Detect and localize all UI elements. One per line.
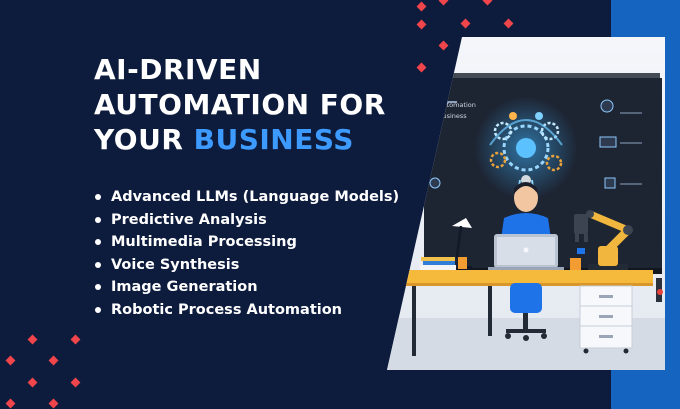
services-list: Advanced LLMs (Language Models) Predicti… (92, 186, 399, 321)
headline-line2: AUTOMATION FOR (94, 88, 386, 121)
headline-line1: AI-DRIVEN (94, 53, 262, 86)
service-item: Predictive Analysis (92, 209, 399, 232)
screen-caption: Business (438, 112, 467, 120)
service-item: Advanced LLMs (Language Models) (92, 186, 399, 209)
screen-caption: Automation (438, 101, 476, 109)
service-item: Robotic Process Automation (92, 299, 399, 322)
service-item: Multimedia Processing (92, 231, 399, 254)
service-item: Image Generation (92, 276, 399, 299)
robot-arm-icon (574, 210, 633, 270)
headline: AI-DRIVEN AUTOMATION FOR YOUR BUSINESS (94, 52, 386, 157)
headline-line3-prefix: YOUR (94, 123, 184, 156)
headline-accent-word: BUSINESS (193, 123, 354, 156)
service-item: Voice Synthesis (92, 254, 399, 277)
headline-line3: YOUR BUSINESS (94, 122, 386, 157)
brain-gears-icon (489, 112, 563, 197)
